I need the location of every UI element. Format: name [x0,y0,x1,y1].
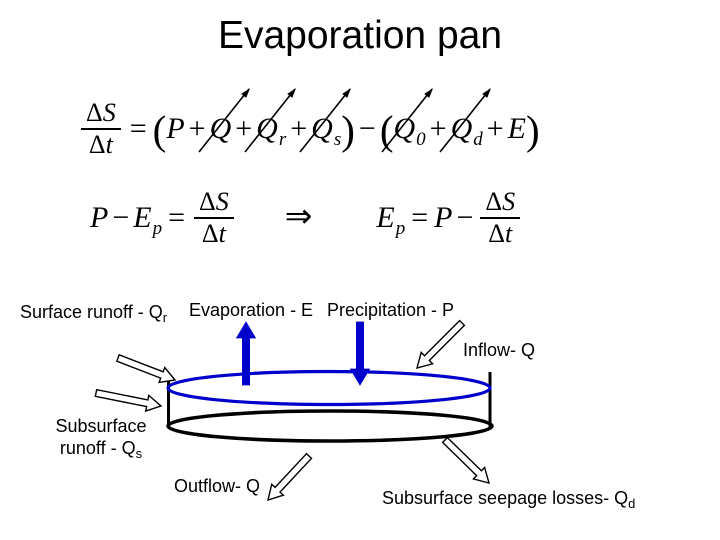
surface-runoff-arrow [115,353,177,384]
math-var-Q: Q [197,88,250,153]
operator: − [358,112,376,145]
math-var-E-p: Ep [376,201,406,239]
evaporation-arrow [235,321,257,386]
math-var-P: P [90,201,109,234]
outflow-arrow [267,452,313,502]
flux-arrows [94,319,491,502]
subsurface-runoff-arrow [94,388,163,413]
math-var-P: P [434,201,453,234]
math-var-P: P [166,112,185,145]
precipitation-arrow [349,321,371,386]
operator: − [456,201,474,234]
label-evaporation: Evaporation - E [189,300,314,320]
water-surface-ellipse [166,369,492,407]
math-var-Q-0: Q0 [381,88,434,153]
parenthesis: ( [152,106,167,153]
math-var-Q-r: Qr [244,88,297,153]
operator: + [188,112,206,145]
implies-symbol: ⇒ [284,199,313,235]
operator: − [112,201,130,234]
operator: = [168,201,185,234]
parenthesis: ) [341,106,355,153]
seepage-arrow [441,436,491,484]
label-seepage: Subsurface seepage losses- Qd [382,488,636,511]
math-var-E-p: Ep [133,201,163,239]
page-title: Evaporation pan [217,14,503,57]
label-inflow: Inflow- Q [463,340,536,360]
operator: = [129,112,147,145]
label-outflow: Outflow- Q [174,476,261,496]
math-var-Q-s: Qs [299,88,352,153]
parenthesis: ) [525,106,540,153]
parenthesis: ( [379,106,394,153]
operator: + [486,112,504,145]
label-precipitation: Precipitation - P [327,300,455,320]
operator: + [290,112,308,145]
operator: + [429,112,447,145]
pan-bottom-ellipse [166,409,494,443]
math-var-E: E [507,112,526,145]
operator: = [411,201,429,234]
label-surface-runoff: Surface runoff - Qr [20,302,168,325]
label-subsurface-runoff: Subsurface runoff - Qs [55,416,147,461]
pan-diagram [94,319,494,502]
operator: + [235,112,253,145]
inflow-arrow [416,319,466,369]
math-var-Q-d: Qd [438,88,491,153]
